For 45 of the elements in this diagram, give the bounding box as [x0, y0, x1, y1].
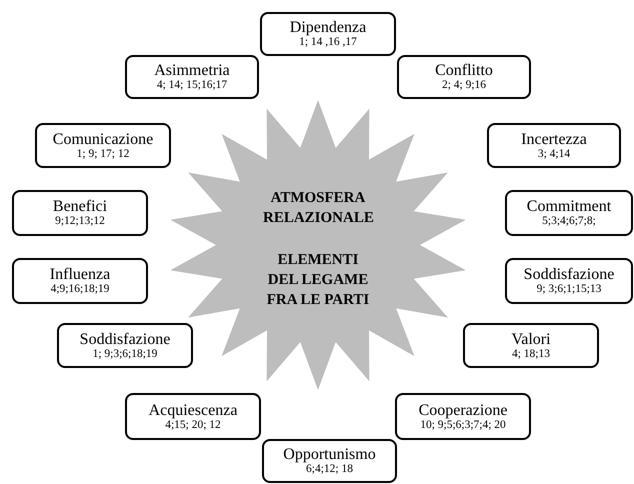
- topic-box: [125, 55, 259, 99]
- reference-numbers: 10; 9;5;6;3;7;4; 20: [420, 418, 506, 432]
- topic-box: [125, 393, 261, 440]
- reference-numbers: 4; 18;13: [512, 348, 550, 360]
- reference-numbers: 9; 3;6;1;15;13: [536, 283, 602, 296]
- topic-title: Soddisfazione: [524, 266, 614, 283]
- topic-title: Incertezza: [521, 130, 587, 148]
- topic-title: Benefici: [52, 198, 108, 215]
- topic-title: Soddisfazione: [80, 330, 170, 348]
- reference-numbers: 1; 14 ,16 ,17: [299, 36, 357, 49]
- topic-box: [12, 190, 148, 236]
- topic-box: [505, 190, 633, 236]
- topic-box: [463, 323, 599, 368]
- topic-title: Comunicazione: [52, 130, 154, 148]
- center-heading: ATMOSFERA RELAZIONALE: [262, 189, 375, 228]
- topic-title: Cooperazione: [418, 402, 508, 418]
- topic-box: [395, 393, 531, 440]
- topic-box: [260, 12, 396, 56]
- reference-numbers: 2; 4; 9;16: [442, 79, 486, 92]
- topic-title: Conflitto: [435, 62, 493, 79]
- reference-numbers: 3; 4;14: [538, 148, 570, 160]
- topic-title: Valori: [511, 330, 551, 348]
- reference-numbers: 9;12;13;12: [55, 215, 105, 228]
- topic-title: Asimmetria: [154, 62, 230, 79]
- topic-title: Influenza: [50, 266, 110, 283]
- topic-title: Dipendenza: [290, 19, 366, 36]
- topic-title: Commitment: [526, 198, 612, 215]
- topic-box: [505, 258, 633, 304]
- topic-box: [262, 439, 397, 483]
- reference-numbers: 5;3;4;6;7;8;: [542, 215, 596, 228]
- reference-numbers: 1; 9;3;6;18;19: [92, 348, 158, 360]
- reference-numbers: 4;15; 20; 12: [165, 418, 221, 432]
- center-heading: ELEMENTI DEL LEGAME FRA LE PARTI: [266, 251, 370, 310]
- topic-box: [35, 123, 171, 168]
- topic-box: [487, 123, 621, 168]
- topic-title: Opportunismo: [283, 446, 376, 463]
- topic-box: [397, 55, 531, 99]
- topic-box: [57, 323, 193, 368]
- starburst-shape: [168, 100, 468, 390]
- topic-title: Acquiescenza: [148, 402, 238, 418]
- topic-box: [12, 258, 148, 304]
- reference-numbers: 1; 9; 17; 12: [76, 148, 130, 160]
- reference-numbers: 4;9;16;18;19: [50, 283, 110, 296]
- reference-numbers: 4; 14; 15;16;17: [156, 79, 228, 92]
- reference-numbers: 6;4;12; 18: [306, 463, 353, 476]
